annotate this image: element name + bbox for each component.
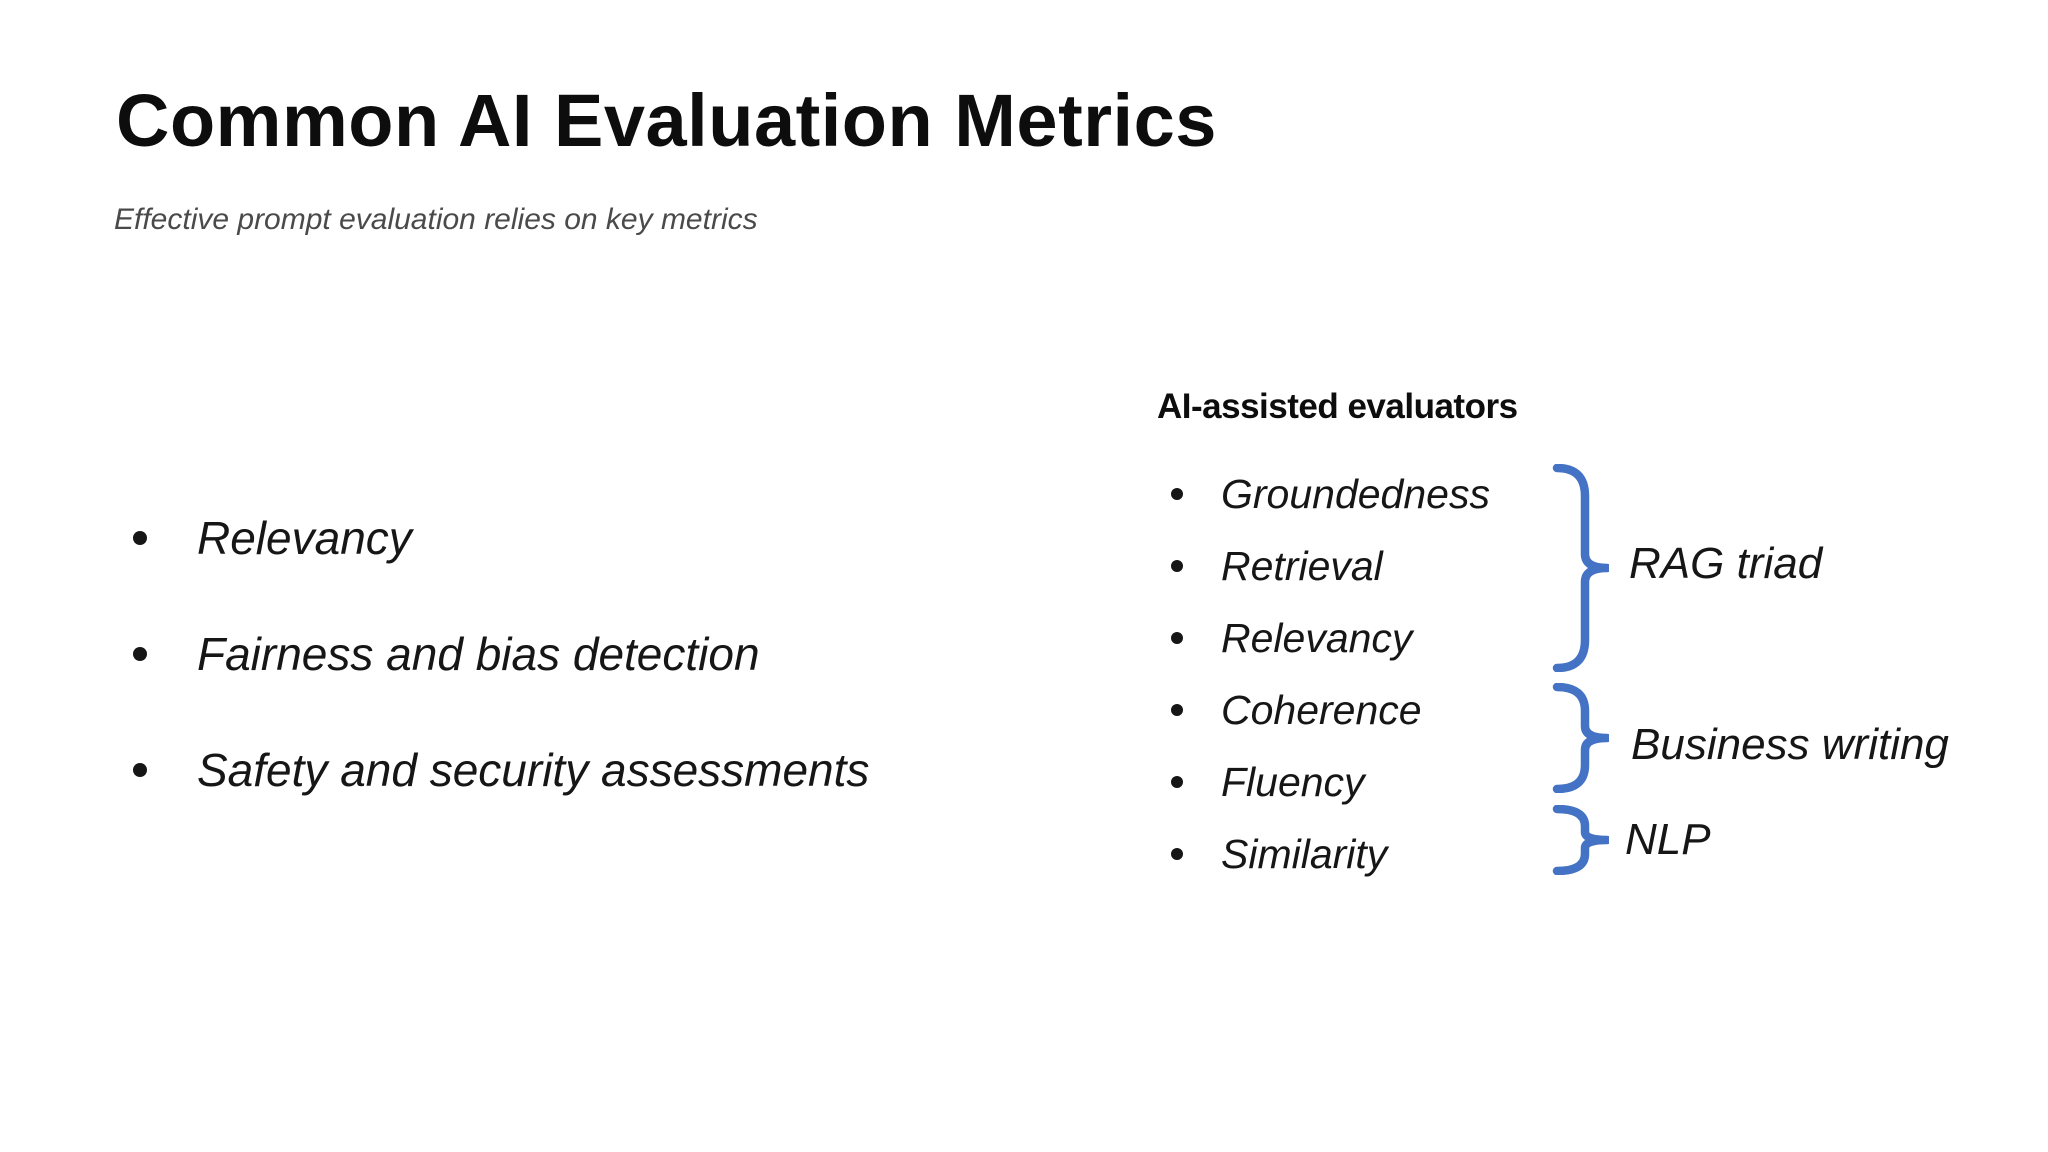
bullet-text: Fluency <box>1221 758 1365 805</box>
bullet-dot-icon <box>1171 632 1183 644</box>
bullet-dot-icon <box>133 531 147 545</box>
list-item: Similarity <box>1171 830 1490 877</box>
bullet-dot-icon <box>1171 776 1183 788</box>
list-item: Coherence <box>1171 686 1490 733</box>
list-item: Fairness and bias detection <box>133 631 869 677</box>
bullet-text: Relevancy <box>1221 614 1413 661</box>
page-title: Common AI Evaluation Metrics <box>116 79 1217 162</box>
group-label-business-writing: Business writing <box>1631 720 1949 769</box>
bullet-text: Coherence <box>1221 686 1422 733</box>
curly-brace-nlp-icon <box>1551 805 1609 875</box>
curly-brace-business-writing-icon <box>1551 683 1609 793</box>
left-bullet-list: Relevancy Fairness and bias detection Sa… <box>133 515 869 863</box>
bullet-text: Retrieval <box>1221 542 1383 589</box>
bullet-dot-icon <box>133 647 147 661</box>
right-panel-heading: AI-assisted evaluators <box>1157 387 1518 426</box>
page-subtitle: Effective prompt evaluation relies on ke… <box>114 203 758 236</box>
bullet-dot-icon <box>1171 560 1183 572</box>
list-item: Relevancy <box>1171 614 1490 661</box>
group-label-nlp: NLP <box>1625 815 1711 864</box>
group-label-rag-triad: RAG triad <box>1629 539 1823 588</box>
bullet-text: Safety and security assessments <box>197 744 870 796</box>
bullet-text: Relevancy <box>197 512 412 564</box>
bullet-dot-icon <box>1171 704 1183 716</box>
list-item: Retrieval <box>1171 542 1490 589</box>
list-item: Safety and security assessments <box>133 747 869 793</box>
bullet-text: Groundedness <box>1221 470 1490 517</box>
bullet-dot-icon <box>1171 488 1183 500</box>
list-item: Relevancy <box>133 515 869 561</box>
bullet-dot-icon <box>1171 848 1183 860</box>
list-item: Fluency <box>1171 758 1490 805</box>
bullet-dot-icon <box>133 763 147 777</box>
list-item: Groundedness <box>1171 470 1490 517</box>
bullet-text: Similarity <box>1221 830 1388 877</box>
bullet-text: Fairness and bias detection <box>197 628 760 680</box>
right-bullet-list: Groundedness Retrieval Relevancy Coheren… <box>1171 470 1490 906</box>
curly-brace-rag-triad-icon <box>1551 464 1609 672</box>
